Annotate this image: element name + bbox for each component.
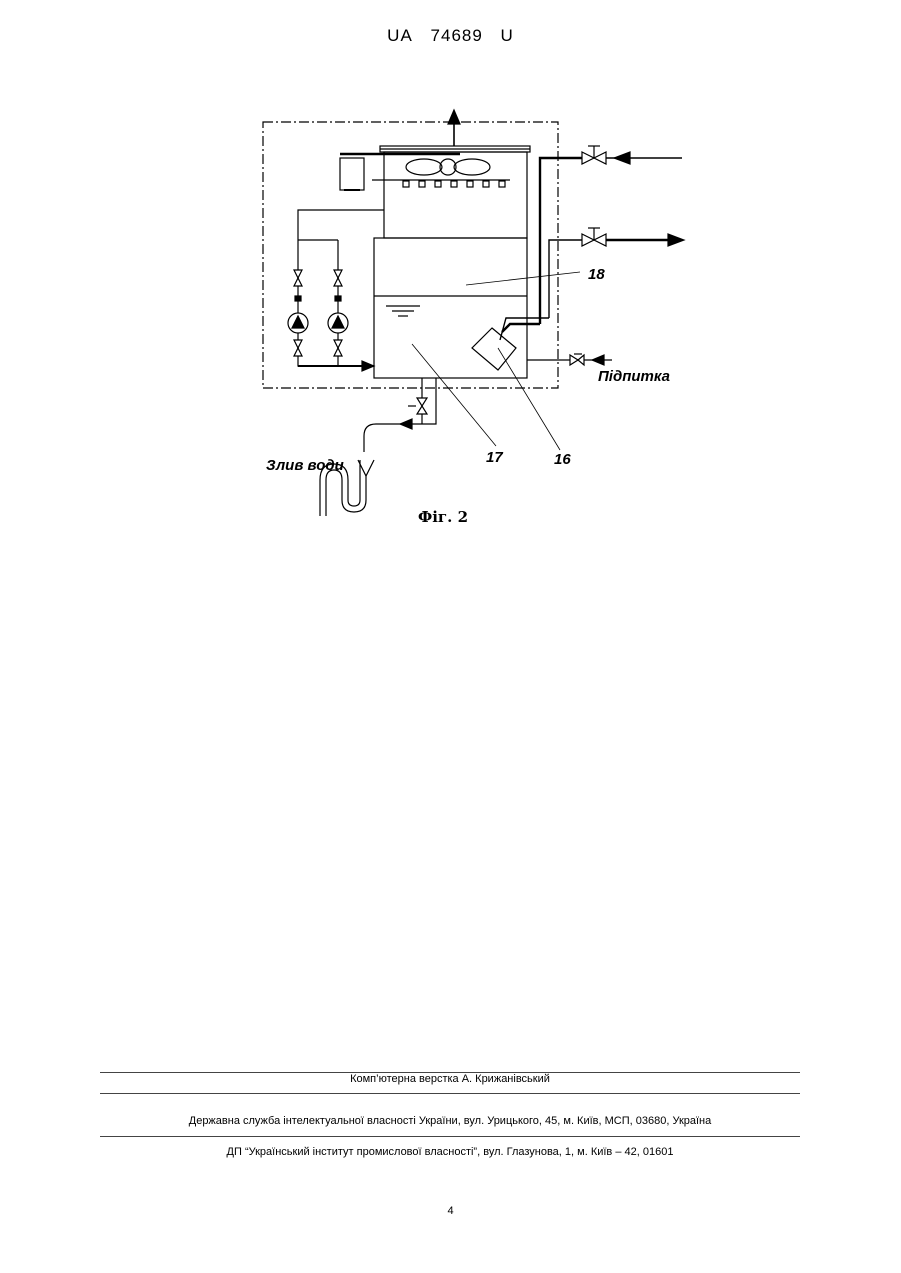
- label-17: 17: [486, 449, 503, 466]
- leader-16: [498, 348, 560, 450]
- process-inlet-pipe: [540, 158, 582, 324]
- label-makeup: Підпитка: [598, 368, 670, 385]
- footer-divider-3: [100, 1136, 800, 1137]
- label-drain: Злив води: [266, 457, 344, 474]
- page-number: 4: [0, 1205, 901, 1217]
- motor: [340, 158, 364, 190]
- label-18: 18: [588, 266, 605, 283]
- label-16: 16: [554, 451, 571, 468]
- footer-divider-2: [100, 1093, 800, 1094]
- agency-address: Державна служба інтелектуальної власност…: [100, 1115, 800, 1127]
- cooling-tower-diagram: 18 17 16 Підпитка Злив води Фіг. 2: [0, 0, 901, 560]
- water-basin: [374, 238, 527, 378]
- heat-exchanger: [472, 328, 516, 370]
- figure-caption: Фіг. 2: [418, 508, 468, 526]
- pump-1: [288, 270, 308, 356]
- leader-17: [412, 344, 496, 446]
- leader-18: [466, 272, 580, 285]
- institute-address: ДП “Український інститут промислової вла…: [100, 1146, 800, 1158]
- layout-credit: Комп’ютерна верстка А. Крижанівський: [100, 1073, 800, 1085]
- pump-2: [328, 270, 348, 356]
- process-outlet-pipe: [549, 240, 582, 318]
- spray-nozzles: [403, 181, 505, 187]
- fan-blades: [406, 159, 442, 175]
